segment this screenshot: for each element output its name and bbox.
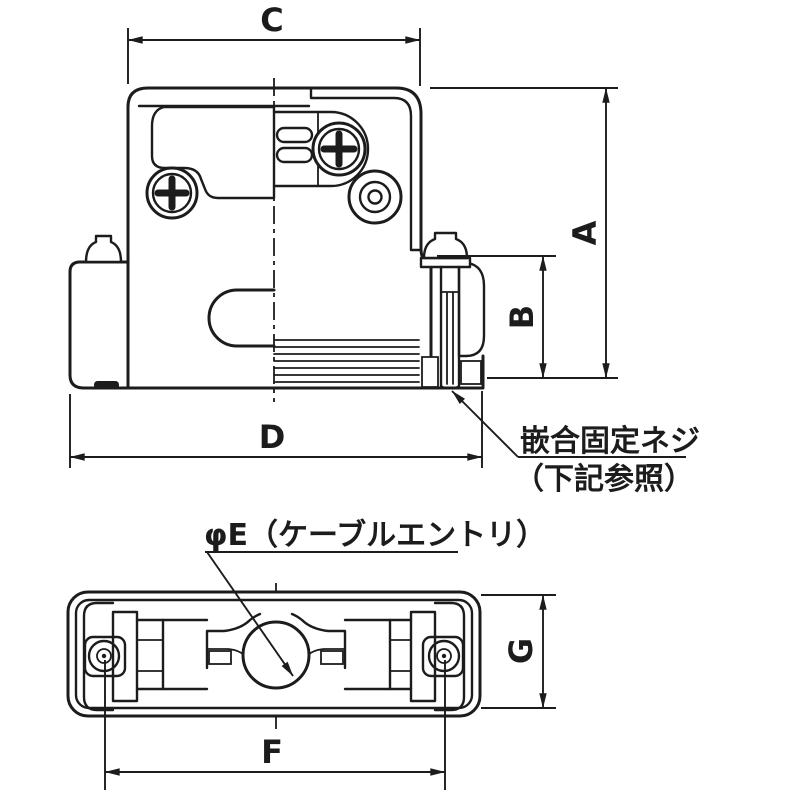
- plan-inner-shell: [74, 598, 474, 710]
- lower-shell-outline: [68, 260, 485, 390]
- callout-cable-entry: φE（ケーブルエントリ）: [204, 518, 546, 553]
- screw-shank: [439, 265, 461, 388]
- phillips-screw-left: [145, 166, 199, 220]
- callout-fixing-screw: 嵌合固定ネジ: [520, 424, 700, 459]
- fixing-screw-callout: 嵌合固定ネジ （下記参照）: [451, 390, 700, 497]
- plan-left-screw-hole: [87, 639, 121, 673]
- knurled-grip: [150, 105, 276, 200]
- grip-slot-upper: [275, 126, 314, 144]
- plan-view: [66, 583, 482, 734]
- dim-c: C: [127, 1, 421, 86]
- dim-label-b: B: [503, 305, 541, 329]
- clamp-serrations: [273, 339, 420, 383]
- clamp-step-right: [320, 650, 344, 665]
- dim-b: B: [437, 255, 556, 379]
- plan-right-bracket: [409, 601, 466, 712]
- dim-label-g: G: [502, 638, 540, 664]
- callout-see-below: （下記参照）: [514, 462, 694, 497]
- plan-right-screw-hole: [427, 639, 461, 673]
- screw-boss-outline: [272, 110, 370, 188]
- phillips-screw-top: [311, 121, 367, 177]
- dim-label-a: A: [566, 220, 604, 245]
- plan-right-boss: [421, 635, 465, 678]
- left-step-screw-head: [84, 234, 123, 264]
- dim-label-d: D: [259, 418, 286, 456]
- fixing-screw-head: [422, 231, 469, 260]
- hatched-block-bottom: [421, 356, 439, 388]
- clamp-nut-face: [460, 360, 482, 385]
- hatched-block-right: [457, 261, 486, 358]
- clamp-step-left: [208, 650, 232, 665]
- washer-rivet: [347, 169, 403, 225]
- clamp-wing-left: [205, 612, 262, 670]
- cable-entry-callout: φE（ケーブルエントリ）: [204, 518, 546, 677]
- plan-clamp-channel: [135, 612, 413, 691]
- foot-pad: [94, 381, 119, 389]
- grip-slot-lower: [275, 146, 314, 164]
- cable-entry-hole: [241, 620, 311, 690]
- side-view: [68, 78, 486, 402]
- fixing-screw-section: [419, 231, 486, 390]
- dim-d: D: [69, 391, 483, 468]
- cable-slot: [207, 288, 276, 348]
- screw-head-flange: [419, 256, 472, 269]
- dim-label-f: F: [261, 733, 283, 771]
- dim-f: F: [104, 660, 446, 790]
- clamp-wing-right: [290, 612, 347, 670]
- dim-label-c: C: [260, 1, 283, 39]
- plan-left-bracket: [82, 601, 139, 712]
- dim-a: A: [430, 87, 618, 379]
- dim-g: G: [481, 594, 556, 709]
- screw-thread-lines: [440, 291, 460, 390]
